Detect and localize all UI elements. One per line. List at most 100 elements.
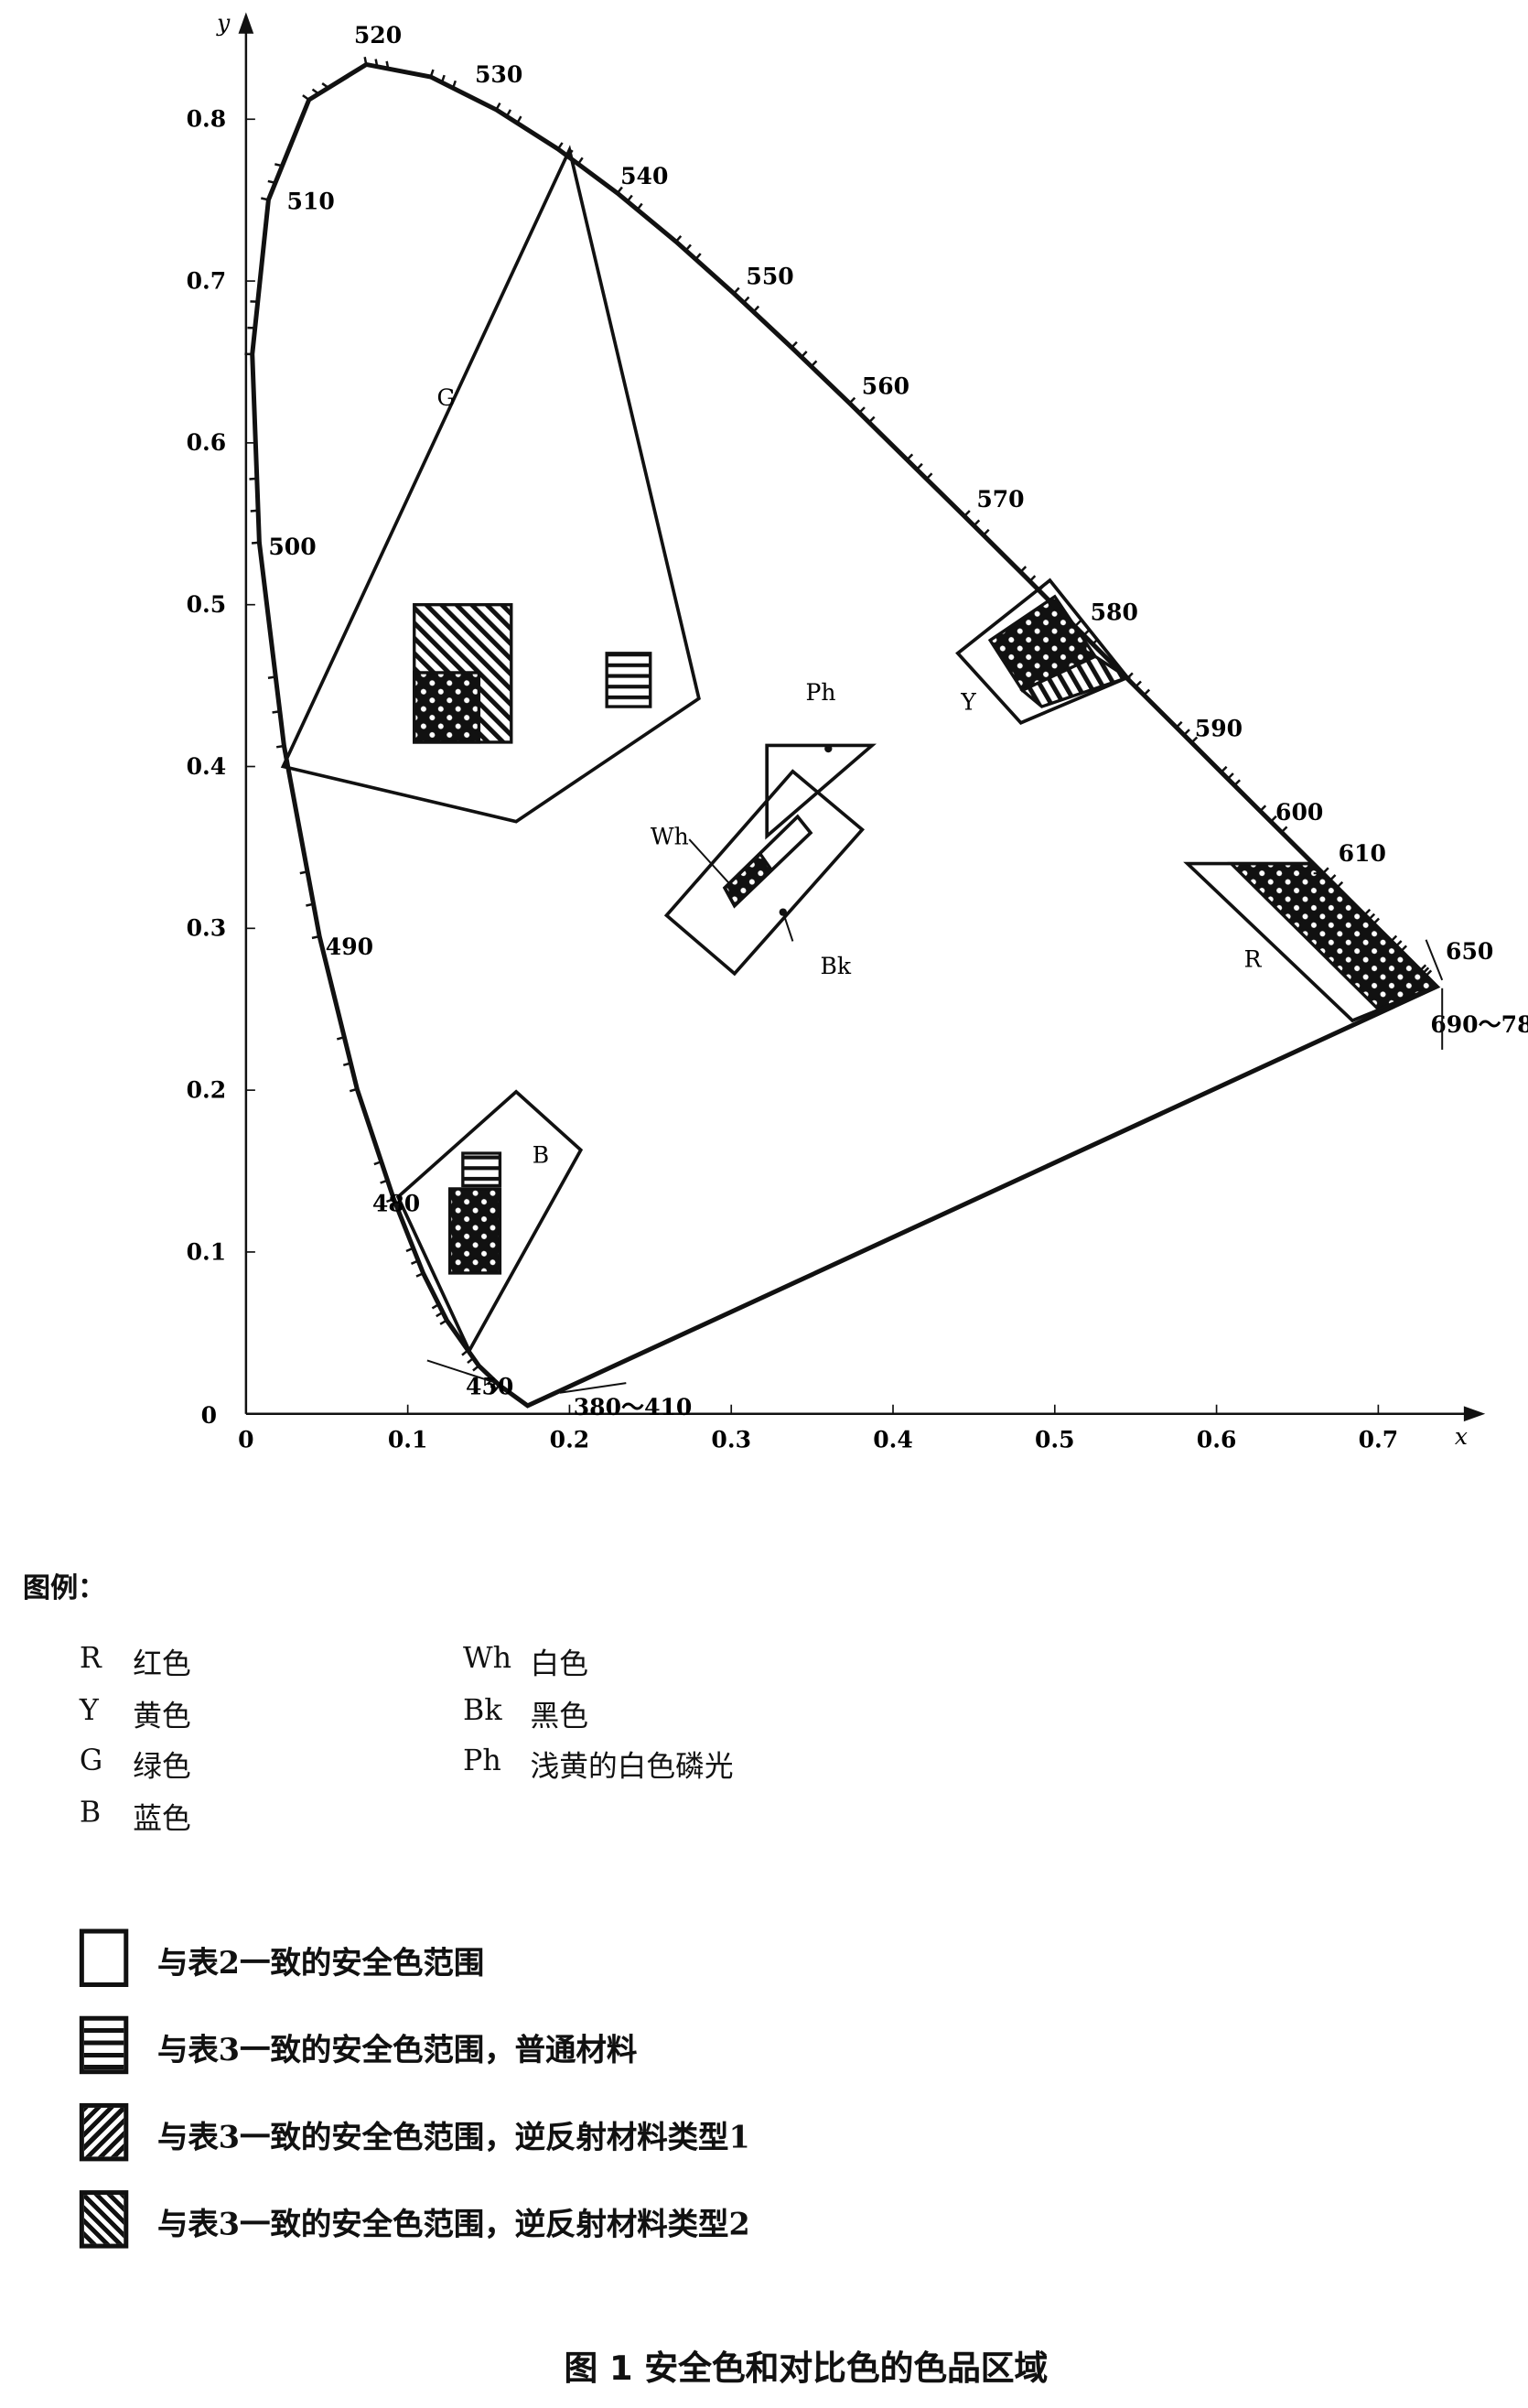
locus-tick (1135, 680, 1142, 688)
locus-tick (349, 1087, 358, 1093)
locus-tick (1092, 637, 1100, 645)
axes: x y (216, 9, 1486, 1450)
locus-tick (373, 1161, 382, 1166)
legend-swatch-none (79, 1928, 129, 1987)
legend-code-name: 浅黄的白色磷光 (530, 1750, 734, 1784)
locus-tick (415, 1272, 425, 1278)
locus-tick (505, 109, 512, 117)
locus-tick (1019, 566, 1028, 573)
locus-tick (742, 296, 750, 304)
locus-tick (1028, 575, 1037, 582)
region-label: Bk (820, 953, 851, 979)
locus-tick (1259, 804, 1267, 813)
region-label: R (1244, 946, 1263, 973)
locus-tick (1233, 779, 1241, 787)
locus-tick (311, 934, 320, 940)
region-b (395, 1089, 584, 1355)
locus-tick (556, 142, 564, 150)
locus-tick (906, 453, 914, 461)
region-bk (722, 814, 813, 909)
locus-tick (626, 194, 633, 202)
y-tick-label: 0.4 (187, 752, 227, 780)
x-tick-label: 0.7 (1359, 1425, 1399, 1452)
locus-tick (493, 1384, 500, 1392)
locus-tick (429, 69, 435, 78)
legend-code: Wh (463, 1641, 512, 1676)
locus-tick (1270, 815, 1277, 823)
y-tick-label: 0.5 (187, 590, 227, 618)
region-g (280, 145, 701, 824)
wavelength-label: 570 (976, 485, 1024, 513)
locus-tick (810, 360, 818, 368)
locus-tick (684, 243, 692, 252)
locus-tick (1227, 772, 1234, 780)
locus-tick (311, 88, 320, 95)
leader-line (781, 912, 794, 942)
locus-tick (385, 1197, 394, 1204)
legend-code: R (79, 1641, 102, 1676)
locus-tick (1038, 584, 1046, 592)
wavelength-label: 650 (1446, 937, 1493, 965)
region-ph (765, 743, 877, 840)
y-tick-label: 0.2 (187, 1075, 227, 1103)
locus-tick (674, 234, 683, 243)
x-tick-label: 0.3 (711, 1425, 751, 1452)
locus-tick (1183, 729, 1190, 736)
x-axis-label: x (1455, 1423, 1468, 1450)
y-tick-label: 0.1 (187, 1237, 227, 1265)
wavelength-label: 550 (746, 263, 793, 290)
locus-tick (274, 163, 283, 167)
locus-tick (1175, 720, 1183, 729)
wavelength-label: 510 (286, 187, 334, 214)
locus-tick (566, 149, 574, 157)
locus-tick (1390, 934, 1398, 943)
wavelength-label: 580 (1091, 599, 1138, 626)
region-label: Y (960, 689, 976, 716)
locus-tick (250, 509, 259, 513)
locus-tick (405, 1247, 414, 1253)
legend-pattern-text: 与表2一致的安全色范围 (157, 1944, 485, 1981)
locus-tick (1280, 826, 1288, 834)
patch-g-hlines (605, 652, 652, 708)
wavelength-label: 520 (354, 21, 402, 49)
x-tick-label: 0.4 (873, 1425, 913, 1452)
locus-tick (752, 305, 760, 313)
locus-tick (439, 1319, 447, 1325)
locus-tick (267, 675, 276, 679)
locus-tick (267, 179, 276, 184)
wavelength-label: 480 (372, 1189, 420, 1216)
x-tick-label: 0 (238, 1425, 253, 1452)
locus-tick (925, 472, 933, 481)
locus-tick (867, 416, 876, 424)
locus-tick (694, 253, 702, 261)
locus-tick (576, 157, 584, 165)
locus-tick (982, 528, 990, 536)
locus-tick (275, 744, 285, 749)
locus-tick (1394, 940, 1403, 947)
locus-tick (1368, 912, 1376, 921)
y-tick-label: 0.7 (187, 266, 227, 294)
locus-tick (342, 1062, 351, 1067)
locus-tick (1220, 765, 1228, 773)
locus-tick (261, 197, 269, 201)
legend-swatch-diag2 (79, 2190, 129, 2249)
locus-tick (451, 80, 457, 89)
x-tick-label: 0.2 (550, 1425, 590, 1452)
wavelength-label: 490 (326, 933, 373, 960)
locus-tick (385, 60, 390, 70)
wavelength-label: 560 (862, 373, 909, 400)
locus-tick (973, 519, 981, 527)
locus-tick (467, 1356, 475, 1365)
locus-tick (321, 82, 329, 89)
locus-tick (251, 541, 260, 545)
locus-tick (733, 286, 740, 295)
leader-line (1425, 939, 1444, 981)
locus-tick (1190, 736, 1199, 744)
legend-swatch-hlines (79, 2015, 129, 2075)
legend-code-name: 蓝色 (133, 1801, 191, 1835)
locus-tick (272, 710, 281, 714)
spectral-locus (250, 61, 1441, 1409)
leader-line (559, 1382, 627, 1394)
locus-tick (1372, 917, 1380, 925)
